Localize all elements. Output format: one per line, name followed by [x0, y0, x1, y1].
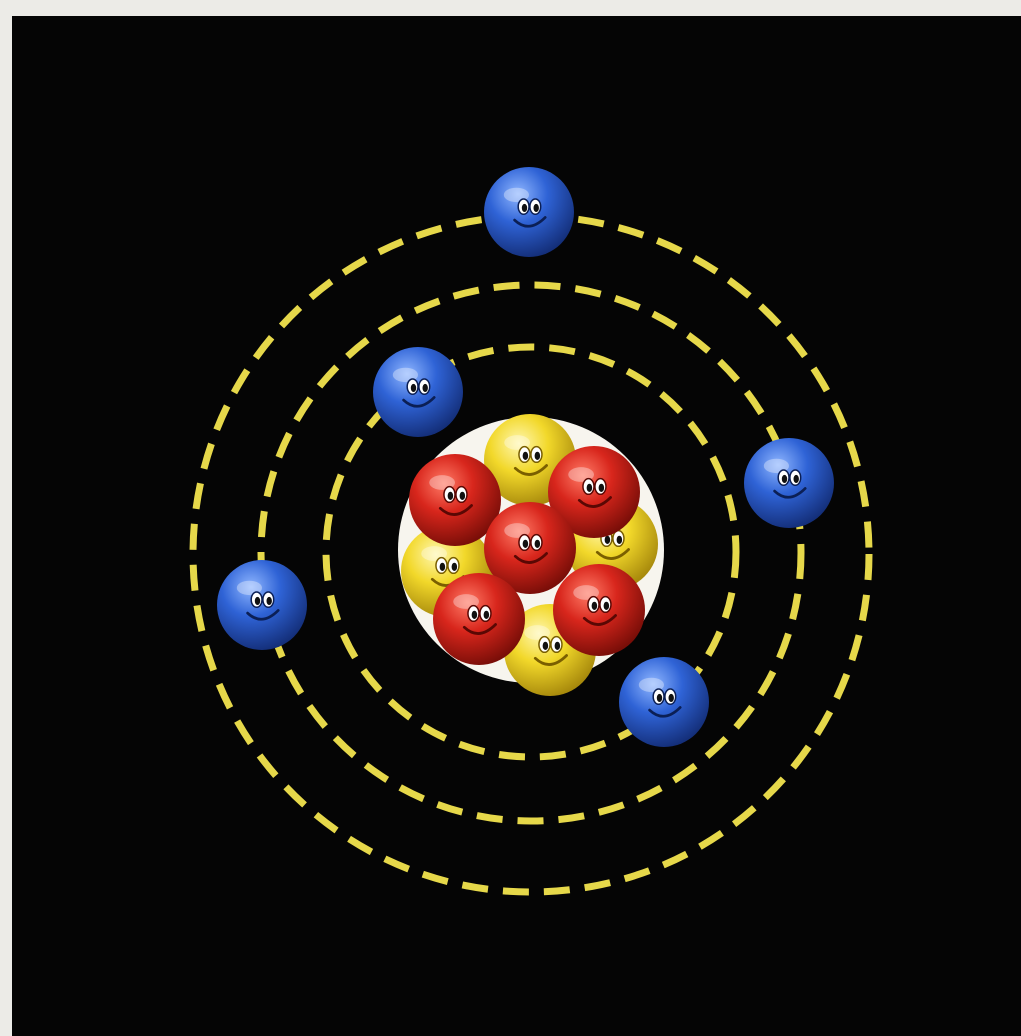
proton — [433, 573, 525, 665]
electron-outer-shell-left — [217, 560, 307, 650]
proton — [553, 564, 645, 656]
electron-middle-shell-lower-right — [619, 657, 709, 747]
electron-outer-shell-top — [484, 167, 574, 257]
electron-middle-shell-upper-left — [373, 347, 463, 437]
electron-outer-shell-right — [744, 438, 834, 528]
